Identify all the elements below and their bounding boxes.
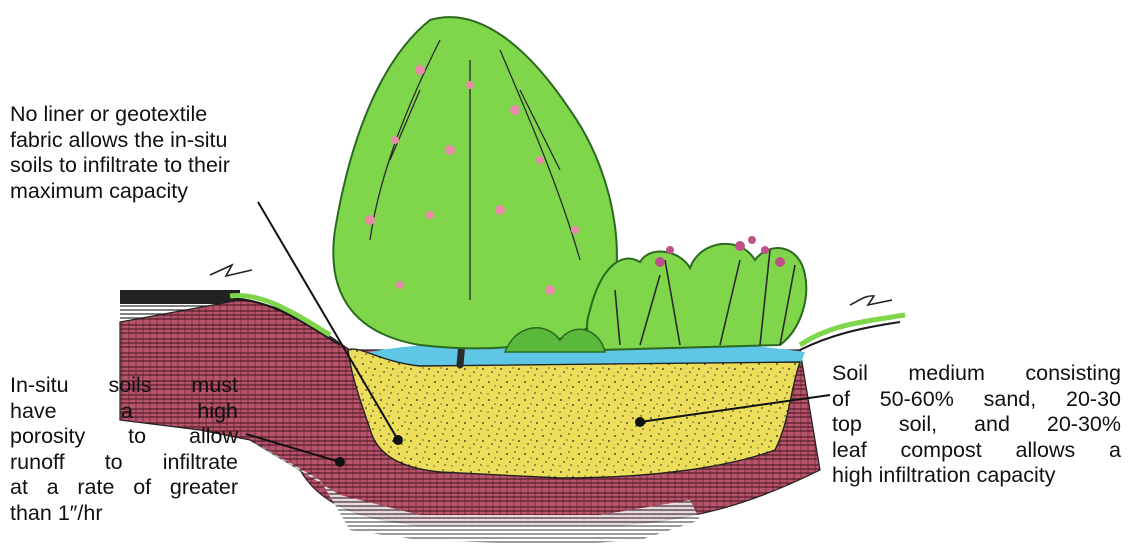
leader-medium-dot bbox=[635, 417, 645, 427]
flow-mark-left bbox=[210, 265, 252, 276]
tree bbox=[333, 17, 617, 365]
annotation-liner-line: soils to infiltrate to their bbox=[10, 153, 310, 179]
annotation-insitu-line: at a rate of greater bbox=[10, 475, 238, 501]
annotation-medium-line: Soil medium consisting bbox=[832, 361, 1121, 387]
annotation-medium-line: leaf compost allows a bbox=[832, 438, 1121, 464]
annotation-liner: No liner or geotextile fabric allows the… bbox=[10, 102, 310, 204]
annotation-medium-line: high infiltration capacity bbox=[832, 463, 1121, 489]
annotation-medium: Soil medium consisting of 50-60% sand, 2… bbox=[832, 361, 1121, 489]
leader-liner-dot bbox=[393, 435, 403, 445]
annotation-insitu-line: runoff to infiltrate bbox=[10, 450, 238, 476]
annotation-insitu-line: have a high bbox=[10, 399, 238, 425]
annotation-liner-line: No liner or geotextile bbox=[10, 102, 310, 128]
soil-medium bbox=[348, 349, 800, 478]
flow-mark-right bbox=[850, 296, 892, 305]
annotation-medium-line: top soil, and 20-30% bbox=[832, 412, 1121, 438]
annotation-insitu-line: than 1″/hr bbox=[10, 501, 238, 527]
annotation-insitu: In-situ soils must have a high porosity … bbox=[10, 373, 238, 526]
annotation-medium-line: of 50-60% sand, 20-30 bbox=[832, 387, 1121, 413]
annotation-liner-line: maximum capacity bbox=[10, 179, 310, 205]
leader-insitu-dot bbox=[335, 457, 345, 467]
annotation-liner-line: fabric allows the in-situ bbox=[10, 128, 310, 154]
annotation-insitu-line: porosity to allow bbox=[10, 424, 238, 450]
annotation-insitu-line: In-situ soils must bbox=[10, 373, 238, 399]
